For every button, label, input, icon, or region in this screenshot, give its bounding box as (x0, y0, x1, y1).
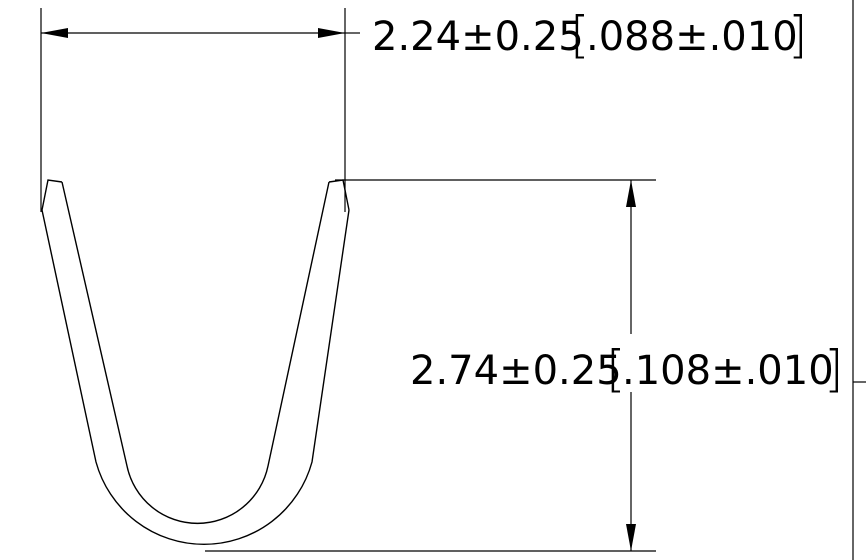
u-clip-part (41, 179, 350, 546)
height-metric-value: 2.74±0.25 (410, 348, 622, 394)
width-metric-value: 2.24±0.25 (372, 14, 584, 60)
width-bracket-open: [ (570, 6, 590, 64)
u-clip-outer-outline (41, 209, 350, 546)
height-arrow-bottom (626, 524, 636, 551)
u-clip-left-tip (41, 179, 63, 211)
width-imperial-value: .088±.010 (586, 14, 798, 60)
width-dimension: 2.24±0.25 [ .088±.010 ] (40, 6, 808, 212)
height-arrow-top (626, 180, 636, 207)
width-arrow-right (318, 28, 345, 38)
height-dimension: 2.74±0.25 [ .108±.010 ] (205, 179, 844, 552)
width-arrow-left (41, 28, 68, 38)
width-bracket-close: ] (788, 6, 808, 64)
u-clip-right-tip (328, 179, 350, 211)
u-clip-inner-outline (61, 181, 330, 525)
height-bracket-close: ] (824, 340, 844, 398)
height-imperial-value: .108±.010 (622, 348, 834, 394)
height-bracket-open: [ (606, 340, 626, 398)
